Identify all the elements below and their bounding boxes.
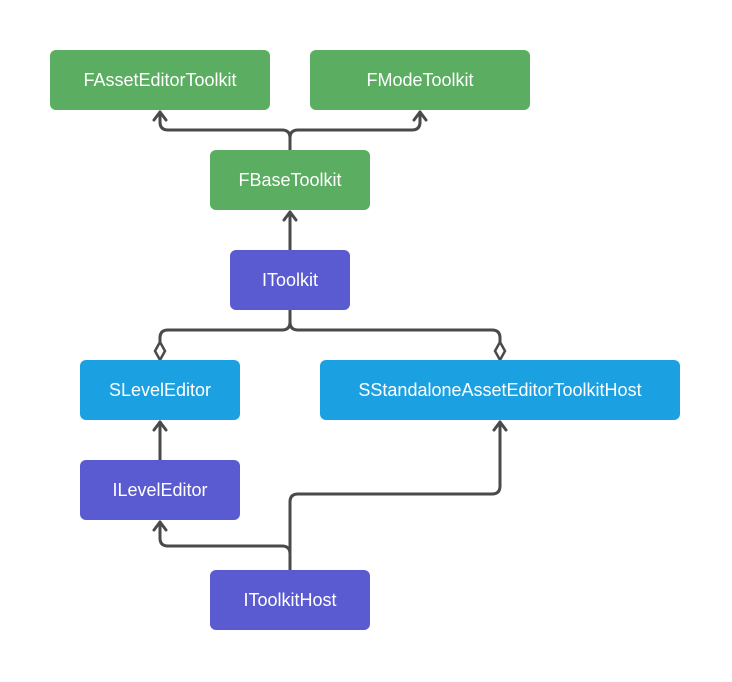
node-label: IToolkitHost bbox=[243, 590, 336, 610]
arrowhead-fmodetoolkit bbox=[412, 110, 428, 122]
node-box bbox=[310, 50, 530, 110]
node-label: FModeToolkit bbox=[366, 70, 473, 90]
node-fbasetoolkit[interactable]: FBaseToolkit bbox=[210, 150, 370, 210]
node-itoolkithost[interactable]: IToolkitHost bbox=[210, 570, 370, 630]
edge-itoolkit-to-sleveleditor bbox=[158, 308, 292, 344]
node-box bbox=[230, 250, 350, 310]
arrowhead-fasseteditortoolkit bbox=[152, 110, 168, 122]
node-box bbox=[210, 570, 370, 630]
node-label: SStandaloneAssetEditorToolkitHost bbox=[358, 380, 641, 400]
arrowhead-sleveleditor bbox=[152, 420, 168, 432]
node-label: ILevelEditor bbox=[112, 480, 207, 500]
node-itoolkit[interactable]: IToolkit bbox=[230, 250, 350, 310]
node-box bbox=[80, 460, 240, 520]
node-label: FAssetEditorToolkit bbox=[83, 70, 236, 90]
edge-itoolkithost-to-ileveleditor bbox=[158, 520, 292, 572]
node-box bbox=[50, 50, 270, 110]
edge-fbasetoolkit-to-fmodetoolkit bbox=[288, 110, 422, 152]
node-fasseteditortoolkit[interactable]: FAssetEditorToolkit bbox=[50, 50, 270, 110]
node-box bbox=[210, 150, 370, 210]
diamond-sleveleditor bbox=[153, 339, 167, 363]
edges bbox=[152, 110, 508, 572]
edge-fbasetoolkit-to-fasseteditortoolkit bbox=[158, 110, 292, 152]
node-label: SLevelEditor bbox=[109, 380, 211, 400]
node-fmodetoolkit[interactable]: FModeToolkit bbox=[310, 50, 530, 110]
node-box bbox=[80, 360, 240, 420]
node-label: IToolkit bbox=[262, 270, 318, 290]
node-sstandaloneasseteditortoolkithost[interactable]: SStandaloneAssetEditorToolkitHost bbox=[320, 360, 680, 420]
edge-itoolkit-to-sstandalone bbox=[288, 308, 502, 344]
arrowhead-sstandalone bbox=[492, 420, 508, 432]
arrowhead-fbasetoolkit bbox=[282, 210, 298, 222]
diamond-sstandalone bbox=[493, 339, 507, 363]
edge-itoolkithost-to-sstandalone bbox=[288, 420, 502, 572]
node-sleveleditor[interactable]: SLevelEditor bbox=[80, 360, 240, 420]
node-label: FBaseToolkit bbox=[238, 170, 341, 190]
arrowhead-ileveleditor bbox=[152, 520, 168, 532]
nodes: FAssetEditorToolkit FModeToolkit FBaseTo… bbox=[50, 50, 680, 630]
node-box bbox=[320, 360, 680, 420]
node-ileveleditor[interactable]: ILevelEditor bbox=[80, 460, 240, 520]
